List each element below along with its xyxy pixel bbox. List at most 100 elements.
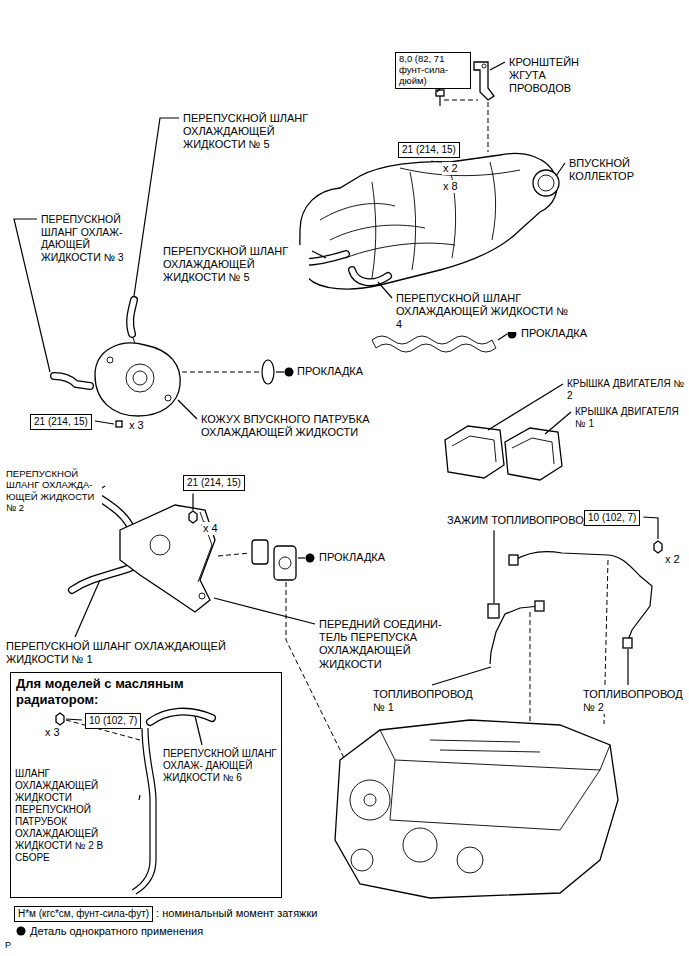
engine <box>335 720 618 898</box>
gasket <box>498 334 507 340</box>
part-label: КРЫШКА ДВИГАТЕЛЯ № 1 <box>574 406 688 430</box>
engine-cover <box>512 438 554 464</box>
node-text: Н*м (кгс*см, фунт-сила-фут) <box>18 908 149 920</box>
leader-line <box>195 716 202 745</box>
o-ring <box>285 368 294 377</box>
part-label: ПЕРЕПУСКНОЙ ШЛАНГ ОХЛАЖДАЮЩЕЙ ЖИДКОСТИ №… <box>5 640 247 666</box>
leader-line <box>192 494 193 511</box>
leader-line <box>139 795 140 800</box>
gasket <box>286 582 345 760</box>
torque-box: 21 (214, 15) <box>183 475 245 491</box>
intake-manifold <box>300 154 557 289</box>
front-connector <box>72 568 130 590</box>
engine <box>380 730 610 770</box>
bypass-hose <box>54 376 90 386</box>
fuel-pipe <box>535 601 544 611</box>
gasket <box>372 336 492 344</box>
bolt <box>436 90 478 106</box>
engine <box>351 849 373 871</box>
inlet-housing <box>182 372 260 373</box>
quantity-mark: x 3 <box>128 419 145 432</box>
bolt <box>439 96 440 106</box>
engine <box>350 780 390 820</box>
quantity-mark: x 2 <box>664 553 681 566</box>
leader-line <box>490 62 505 70</box>
part-label: ПЕРЕПУСКНОЙ ШЛАНГ ОХЛАЖДАЮЩЕЙ ЖИДКОСТИ №… <box>182 112 334 152</box>
node-text: Для моделей с масляным радиатором: <box>16 676 221 707</box>
front-connector <box>189 511 197 523</box>
bypass-hose <box>130 300 134 334</box>
inlet-housing <box>107 357 113 363</box>
bolt <box>436 90 444 96</box>
node-text: 21 (214, 15) <box>402 144 456 156</box>
intake-manifold <box>410 172 416 270</box>
node-text: 21 (214, 15) <box>187 477 241 489</box>
fuel-pipe <box>515 552 652 640</box>
gasket <box>376 344 496 352</box>
part-label: КРОНШТЕЙН ЖГУТА ПРОВОДОВ <box>508 56 600 96</box>
leader-line <box>643 517 658 539</box>
harness-bracket <box>482 64 486 68</box>
oil-cooler-pipe <box>136 728 156 894</box>
part-label: ПЕРЕПУСКНОЙ ШЛАНГ ОХЛАЖДАЮЩЕЙ ЖИДКОСТИ №… <box>395 292 577 332</box>
torque-box: 10 (102, 7) <box>85 713 141 729</box>
leader-line <box>95 421 114 424</box>
bypass-hose <box>130 300 134 334</box>
bolt <box>444 100 478 101</box>
front-connector <box>199 593 205 599</box>
bypass-hose <box>54 376 90 386</box>
harness-bracket <box>488 102 489 152</box>
intake-manifold <box>538 175 554 191</box>
part-label: ШЛАНГ ОХЛАЖДАЮЩЕЙ ЖИДКОСТИ ПЕРЕПУСКНОЙ П… <box>14 768 136 864</box>
leader-line <box>437 89 440 92</box>
gasket <box>306 554 315 563</box>
torque-box: 21 (214, 15) <box>30 414 92 430</box>
intake-manifold <box>490 162 496 240</box>
gasket <box>252 540 268 564</box>
fuel-pipe <box>509 555 518 565</box>
engine <box>403 828 437 862</box>
leader-line <box>178 400 197 419</box>
gasket <box>298 557 305 558</box>
inlet-housing <box>95 343 180 416</box>
oil-cooler-pipe <box>150 712 212 722</box>
leader-line <box>488 384 563 430</box>
part-label: КОЖУХ ВПУСКНОГО ПАТРУБКА ОХЛАЖДАЮЩЕЙ ЖИД… <box>200 413 432 439</box>
part-label: ПРОКЛАДКА <box>520 327 588 340</box>
torque-box: 21 (214, 15) <box>398 142 460 158</box>
engine-cover <box>445 426 504 478</box>
engine-cover <box>445 426 562 480</box>
quantity-mark: x 3 <box>44 726 61 739</box>
part-label: ПЕРЕПУСКНОЙ ШЛАНГ ОХЛАЖДАЮЩЕЙ ЖИДКОСТИ №… <box>162 245 309 285</box>
engine <box>457 847 483 873</box>
node-text: 10 (102, 7) <box>588 512 636 524</box>
part-label: ПРОКЛАДКА <box>296 365 364 378</box>
part-label: ПЕРЕДНИЙ СОЕДИНИ- ТЕЛЬ ПЕРЕПУСКА ОХЛАЖДА… <box>318 618 455 671</box>
node-text: 21 (214, 15) <box>34 416 88 428</box>
bypass-hose <box>352 270 388 282</box>
engine-cover <box>452 436 496 462</box>
leader-lines <box>14 62 658 800</box>
fuel-pipe <box>654 541 662 553</box>
inlet-housing <box>126 364 154 392</box>
engine <box>430 740 540 752</box>
part-label: КРЫШКА ДВИГАТЕЛЯ № 2 <box>566 378 686 402</box>
leader-line <box>378 282 392 298</box>
harness-bracket <box>474 62 494 100</box>
figure-code: P <box>4 940 12 951</box>
bypass-hose <box>352 270 388 282</box>
front-connector <box>150 535 170 555</box>
engine-cover <box>505 428 562 480</box>
part-label: ВПУСКНОЙ КОЛЛЕКТОР <box>568 157 665 183</box>
inset-frame: Для моделей с масляным радиатором: 10 (10… <box>10 672 282 898</box>
fuel-pipe <box>530 612 531 722</box>
fuel-pipe <box>623 638 632 648</box>
legend-text: Деталь однократного применения <box>30 925 203 938</box>
gasket <box>274 546 296 580</box>
part-label: ПЕРЕПУСКНОЙ ШЛАНГ ОХЛАЖ- ДАЮЩЕЙ ЖИДКОСТИ… <box>40 213 132 263</box>
leader-line <box>75 580 100 637</box>
inlet-housing <box>133 371 147 385</box>
quantity-mark: x 4 <box>202 522 219 535</box>
legend-sample-box: Н*м (кгс*см, фунт-сила-фут) <box>14 906 153 922</box>
